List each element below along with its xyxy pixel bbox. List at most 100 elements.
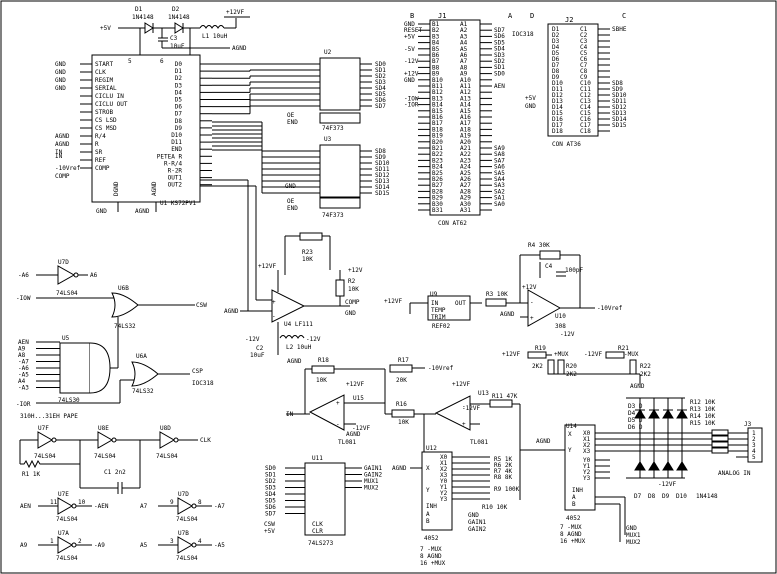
u14-mux1: MUX1	[626, 532, 641, 539]
r22-label: R22	[640, 363, 651, 370]
inverter-pin: 4	[198, 538, 202, 545]
j1-right-net: SA7	[494, 157, 505, 164]
u14-pin: Y0	[583, 457, 591, 464]
svg-text:-: -	[462, 403, 466, 410]
diode-m12vf: -12VF	[658, 481, 676, 488]
u2-output: SD4	[375, 85, 386, 92]
u4-agnd: AGND	[224, 308, 239, 315]
u10-ref: U10	[555, 313, 566, 320]
resistor-bank-label: R14 10K	[690, 413, 716, 420]
inverter-output: -A7	[214, 503, 225, 510]
u12-pin: A	[426, 511, 430, 518]
j2-pin-c: C5	[580, 50, 588, 57]
svg-text:10K: 10K	[302, 256, 313, 263]
u2-oe: OE	[287, 112, 295, 119]
j3-pin: 4	[752, 448, 756, 455]
j1-right-net: SD3	[494, 52, 505, 59]
j2-pin-c: C10	[580, 80, 591, 87]
j2-pin-c: C14	[580, 104, 591, 111]
inverter-bubble	[71, 542, 77, 548]
u1-pin-left: COMP	[95, 165, 110, 172]
u11-input: SD5	[265, 498, 276, 505]
j1-pin-a: A28	[460, 188, 471, 195]
u12-pin: X2	[440, 466, 448, 473]
u12-ref: U12	[426, 445, 437, 452]
svg-text:OUT: OUT	[455, 300, 466, 307]
u12-pin: Y2	[440, 490, 448, 497]
u1-pin-left: R	[95, 141, 99, 148]
power-input-section: +5V D1 1N4148 D2 1N4148 +12VF L1 10uH C3…	[100, 6, 250, 55]
j1-pin-a: A21	[460, 145, 471, 152]
u5-input: AEN	[18, 339, 29, 346]
u13-symbol	[434, 395, 471, 431]
u11-output: GAIN2	[364, 472, 382, 479]
u1-agnd: AGND	[151, 181, 158, 196]
inverter-output: -A5	[214, 542, 225, 549]
j1-right-net: SA1	[494, 195, 505, 202]
address-decode: -A6 U7D 74LS04 A6 -IOW U6B 74LS32 CSW U5…	[16, 259, 214, 420]
j1-right-net: SD7	[494, 27, 505, 34]
r4-label: R4 30K	[528, 242, 550, 249]
csp-label: CSP	[192, 368, 203, 375]
u5-input: -A6	[18, 365, 29, 372]
u3-output: SD15	[375, 190, 390, 197]
u6a-ref: U6A	[136, 353, 147, 360]
inverter-output: -AEN	[94, 503, 109, 510]
j1-pin-a: A3	[460, 33, 468, 40]
u5-input: -A7	[18, 359, 29, 366]
j2-gnd: GND	[525, 103, 536, 110]
j1-left-net: +5V	[404, 33, 415, 40]
u1-pin-right: OUT1	[168, 175, 183, 182]
u3-output: SD13	[375, 178, 390, 185]
j1-left-net: RESET	[404, 27, 422, 34]
r17-ref: -10Vref	[428, 365, 454, 372]
u1-pin-right: D8	[175, 118, 183, 125]
j3-label: ANALOG IN	[718, 470, 751, 477]
j2-pin-d: D11	[552, 86, 563, 93]
svg-text:A6: A6	[90, 272, 98, 279]
u3-output: SD10	[375, 160, 390, 167]
u1-adc: U1 KS72PV1 5 6 STARTCLKREGIMSERIALCICLU …	[55, 54, 212, 215]
inverter-symbol	[177, 497, 194, 515]
j1-pin-b: B31	[432, 207, 443, 214]
j1-col-a: A	[508, 12, 513, 20]
u1-pin-right: D10	[171, 132, 182, 139]
u1-left-net: AGND	[55, 141, 70, 148]
u2-end: END	[287, 119, 298, 126]
u1-pin-left: CS LSD	[95, 117, 117, 124]
u1-pin-right: D5	[175, 97, 183, 104]
net-agnd-top: AGND	[232, 45, 247, 52]
u1-agnd-label: AGND	[135, 208, 150, 215]
svg-text:+: +	[530, 315, 534, 322]
u1-pin-left: CICLU OUT	[95, 101, 128, 108]
j1-right-net: SD1	[494, 64, 505, 71]
j1-pin-b: B10	[432, 77, 443, 84]
u10-agnd: AGND	[500, 311, 515, 318]
u2-output: SD6	[375, 97, 386, 104]
svg-text:CLK: CLK	[312, 521, 323, 528]
svg-text:20K: 20K	[396, 377, 407, 384]
j1-pin-b: B2	[432, 27, 440, 34]
svg-text:74LS04: 74LS04	[94, 453, 116, 460]
u14-body	[564, 424, 596, 511]
u2-output: SD1	[375, 67, 386, 74]
ioc318-label: IOC318	[192, 380, 214, 387]
resistor-bank-symbol	[711, 447, 729, 454]
r20-label: R20	[566, 363, 577, 370]
j2-part: CON AT36	[552, 141, 581, 148]
j1-pin-a: A2	[460, 27, 468, 34]
diode-top-label: D3 D	[628, 403, 643, 410]
j1-right-net: AEN	[494, 83, 505, 90]
j1-right-net: SA3	[494, 182, 505, 189]
j2-pin-d: D15	[552, 110, 563, 117]
svg-text:U8D: U8D	[160, 425, 171, 432]
r18-label: R18	[318, 357, 329, 364]
j1-right-net: SA5	[494, 170, 505, 177]
j2-pin-c: C12	[580, 92, 591, 99]
j1-pin-a: A27	[460, 182, 471, 189]
svg-text:10K: 10K	[348, 286, 359, 293]
j1-pin-b: B6	[432, 52, 440, 59]
